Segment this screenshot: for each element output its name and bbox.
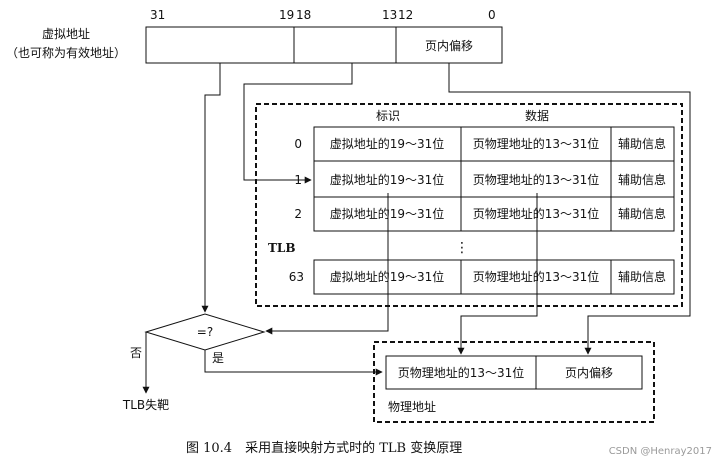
tlb-ellipsis: ⋮: [455, 240, 469, 256]
row-tag-to-compare-line: [265, 193, 389, 335]
row-data-to-physical-line: [457, 193, 538, 355]
tlb-row-aux: 辅助信息: [618, 136, 666, 151]
tlb-row-data: 页物理地址的13～31位: [473, 136, 600, 151]
tlb-row-tag: 虚拟地址的19～31位: [330, 172, 445, 187]
physical-address-caption: 物理地址: [388, 400, 436, 414]
tlb-row-tag: 虚拟地址的19～31位: [330, 136, 445, 151]
figure-caption: 图 10.4 采用直接映射方式时的 TLB 变换原理: [186, 440, 462, 456]
virtual-address-register: [145, 26, 503, 64]
tlb-row-aux: 辅助信息: [618, 269, 666, 284]
bit-label-13: 13: [382, 8, 397, 22]
tlb-header-tag: 标识: [376, 109, 400, 123]
watermark: CSDN @Henray2017: [609, 446, 712, 457]
compare-label: =?: [197, 325, 213, 339]
compare-diamond: [144, 313, 266, 351]
tlb-row-data: 页物理地址的13～31位: [473, 269, 600, 284]
bit-label-18: 18: [296, 8, 311, 22]
tlb-row-index: 63: [289, 270, 304, 284]
yes-branch-line: [204, 350, 383, 376]
tlb-row: [313, 126, 675, 162]
bit-label-0: 0: [488, 8, 496, 22]
tlb-row-data: 页物理地址的13～31位: [473, 206, 600, 221]
virtual-address-label: 虚拟地址: [42, 27, 90, 41]
tlb-row-index: 0: [294, 137, 302, 151]
tlb-frame: [255, 103, 683, 307]
tlb-label: TLB: [268, 241, 296, 255]
no-label: 否: [130, 346, 142, 360]
physical-frame-label: 页物理地址的13～31位: [398, 365, 525, 380]
tag-to-compare-line: [201, 63, 221, 313]
index-to-row-line: [243, 63, 353, 184]
tlb-row-data: 页物理地址的13～31位: [473, 172, 600, 187]
tlb-header-data: 数据: [525, 108, 549, 123]
tlb-row-aux: 辅助信息: [618, 172, 666, 187]
physical-address-register: [385, 355, 643, 390]
tlb-row: [313, 196, 675, 232]
physical-address-frame: [373, 341, 655, 423]
offset-to-physical-line: [448, 63, 691, 355]
tlb-row-tag: 虚拟地址的19～31位: [330, 206, 445, 221]
bit-label-12: 12: [398, 8, 413, 22]
tlb-miss-label: TLB失靶: [122, 397, 169, 412]
virtual-address-sublabel: （也可称为有效地址）: [6, 45, 126, 60]
bit-label-31: 31: [150, 8, 165, 22]
bit-label-19: 19: [279, 8, 294, 22]
tlb-row-tag: 虚拟地址的19～31位: [330, 269, 445, 284]
virtual-offset-label: 页内偏移: [425, 38, 473, 53]
tlb-row-index: 2: [294, 207, 302, 221]
tlb-row: [313, 160, 675, 198]
tlb-row-aux: 辅助信息: [618, 206, 666, 221]
physical-offset-label: 页内偏移: [565, 365, 613, 380]
tlb-row: [313, 259, 675, 295]
yes-label: 是: [212, 351, 224, 365]
